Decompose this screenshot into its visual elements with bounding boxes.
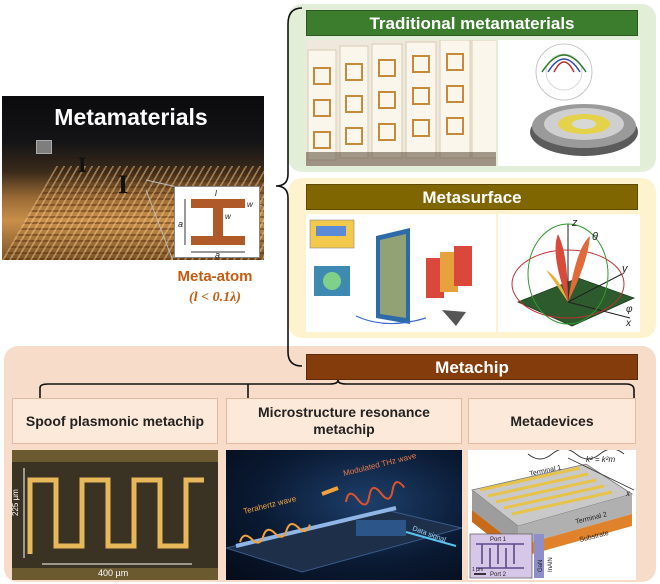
radiation-pattern-and-disk-image [498,40,640,166]
svg-text:x: x [625,318,632,329]
spoof-vertical-scale: 225 µm [12,489,20,516]
port-1-label: Port 1 [490,537,507,543]
spoof-horizontal-scale: 400 µm [98,568,128,578]
interdigital-terminals-diagram: Terminal 1 Terminal 2 Substrate k² = k²m… [469,450,635,579]
svg-text:θ: θ [592,231,598,243]
category-brace [275,7,303,367]
inset-label-a-horizontal: a [215,250,220,259]
terahertz-modulator-rendering: Terahertz wave Modulated THz wave Data s… [226,450,462,580]
modulated-thz-wave-label: Modulated THz wave [342,451,417,478]
gan-label: GaN [538,560,544,572]
svg-text:z: z [571,217,578,229]
i-shaped-meta-atom-diagram: a a w w l [178,189,254,260]
svg-text:y: y [621,263,629,275]
i-beam-large-icon: I [118,170,129,199]
metamaterials-title: Metamaterials [54,104,208,130]
inset-label-l: l [215,189,217,198]
split-ring-resonator-boards [306,40,496,166]
metasurface-header: Metasurface [306,184,638,210]
radiation-lobes-diagram: z θ y φ x [511,217,636,329]
spoof-plasmonic-micrograph: 225 µm 400 µm [12,450,218,580]
dispersion-equation: k² = k²m [586,455,615,464]
meta-atom-label: Meta-atom [177,268,253,285]
inset-label-w-top: w [247,200,254,209]
spoof-plasmonic-metachip-label: Spoof plasmonic metachip [12,398,218,444]
svg-text:φ: φ [626,304,633,315]
scale-bar-label: 1 µm [472,567,483,573]
i-beam-small-icon: I [78,152,87,177]
split-ring-array-image [306,40,496,166]
inset-label-a-vertical: a [178,219,183,229]
port-2-label: Port 2 [490,572,507,578]
meander-line-chip: 225 µm 400 µm [12,450,218,580]
beam-steering-metasurface-image: z θ y φ x [498,214,640,332]
terahertz-wave-label: Terahertz wave [242,494,297,516]
meta-atom-condition: (l < 0.1λ) [189,290,241,305]
polar-plot-and-metamaterial-disk [530,43,638,156]
metadevice-rendering: Terminal 1 Terminal 2 Substrate k² = k²m… [468,450,636,580]
inaln-label: InAlN [548,557,554,572]
holographic-metasurface-image [306,214,496,332]
unit-cell-marker [36,140,52,154]
x-axis-label: x [625,489,631,498]
meta-atom-inset: a a w w l [174,186,260,260]
inset-label-w-middle: w [225,212,232,221]
metadevices-label: Metadevices [468,398,636,444]
traditional-metamaterials-header: Traditional metamaterials [306,10,638,36]
metachip-bracket [39,380,635,398]
holographic-metasurface-diagram [309,219,472,326]
microstructure-resonance-metachip-label: Microstructure resonance metachip [226,398,462,444]
metachip-header: Metachip [306,354,638,380]
thz-waveguide-diagram: Terahertz wave Modulated THz wave Data s… [226,451,462,573]
